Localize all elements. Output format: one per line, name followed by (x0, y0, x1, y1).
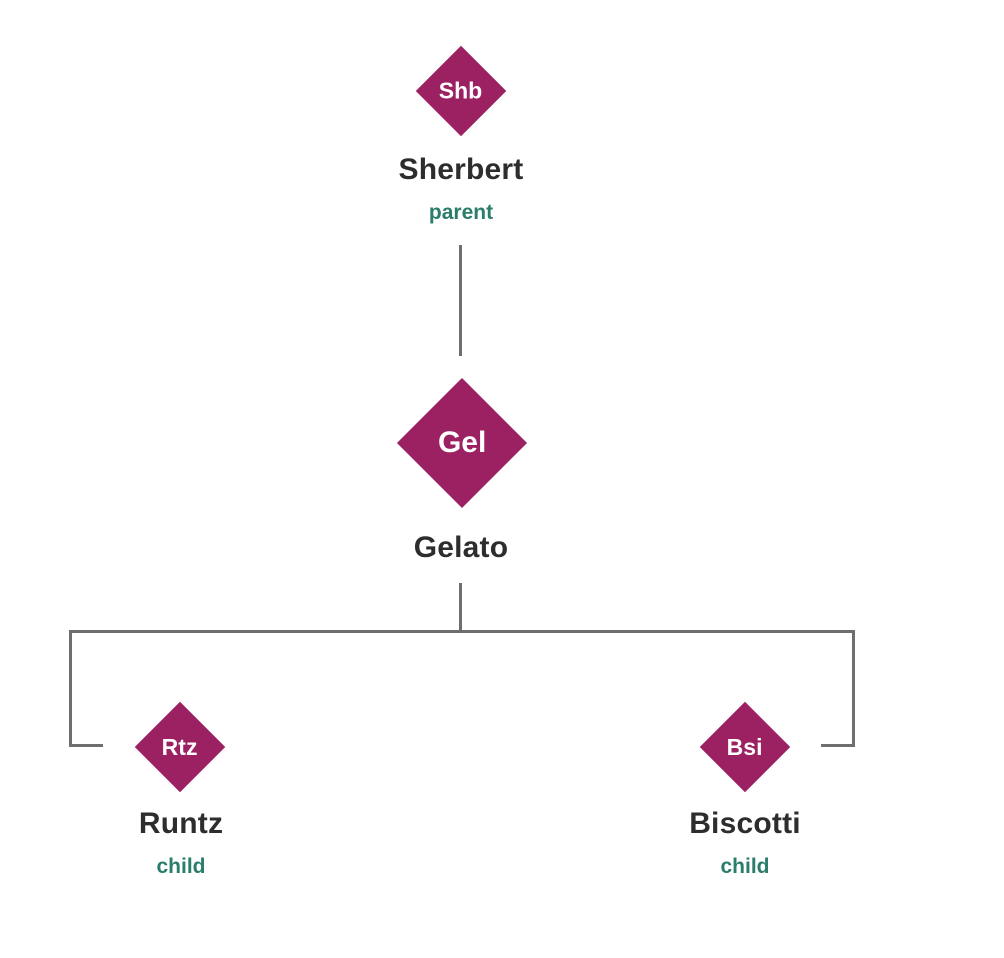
node-name-runtz[interactable]: Runtz (138, 807, 224, 840)
connector-current-down (459, 583, 462, 631)
node-name-biscotti[interactable]: Biscotti (689, 807, 801, 840)
node-diamond-sherbert[interactable]: Shb (415, 45, 507, 137)
connector-parent-to-current (459, 245, 462, 356)
node-relation-runtz: child (156, 855, 206, 878)
connector-children-bar (69, 630, 855, 633)
node-relation-sherbert: parent (428, 201, 494, 224)
node-diamond-gelato[interactable]: Gel (396, 377, 528, 509)
node-name-sherbert[interactable]: Sherbert (398, 153, 524, 186)
node-diamond-biscotti[interactable]: Bsi (699, 701, 791, 793)
connector-elbow-left (69, 630, 72, 747)
node-abbr-runtz: Rtz (162, 733, 198, 760)
connector-stub-left (69, 744, 103, 747)
node-abbr-biscotti: Bsi (727, 733, 763, 760)
node-relation-biscotti: child (720, 855, 770, 878)
connector-elbow-right (852, 630, 855, 747)
node-abbr-sherbert: Shb (439, 77, 483, 104)
node-name-gelato[interactable]: Gelato (413, 531, 509, 564)
connector-stub-right (821, 744, 855, 747)
node-abbr-gelato: Gel (437, 425, 487, 459)
node-diamond-runtz[interactable]: Rtz (134, 701, 226, 793)
